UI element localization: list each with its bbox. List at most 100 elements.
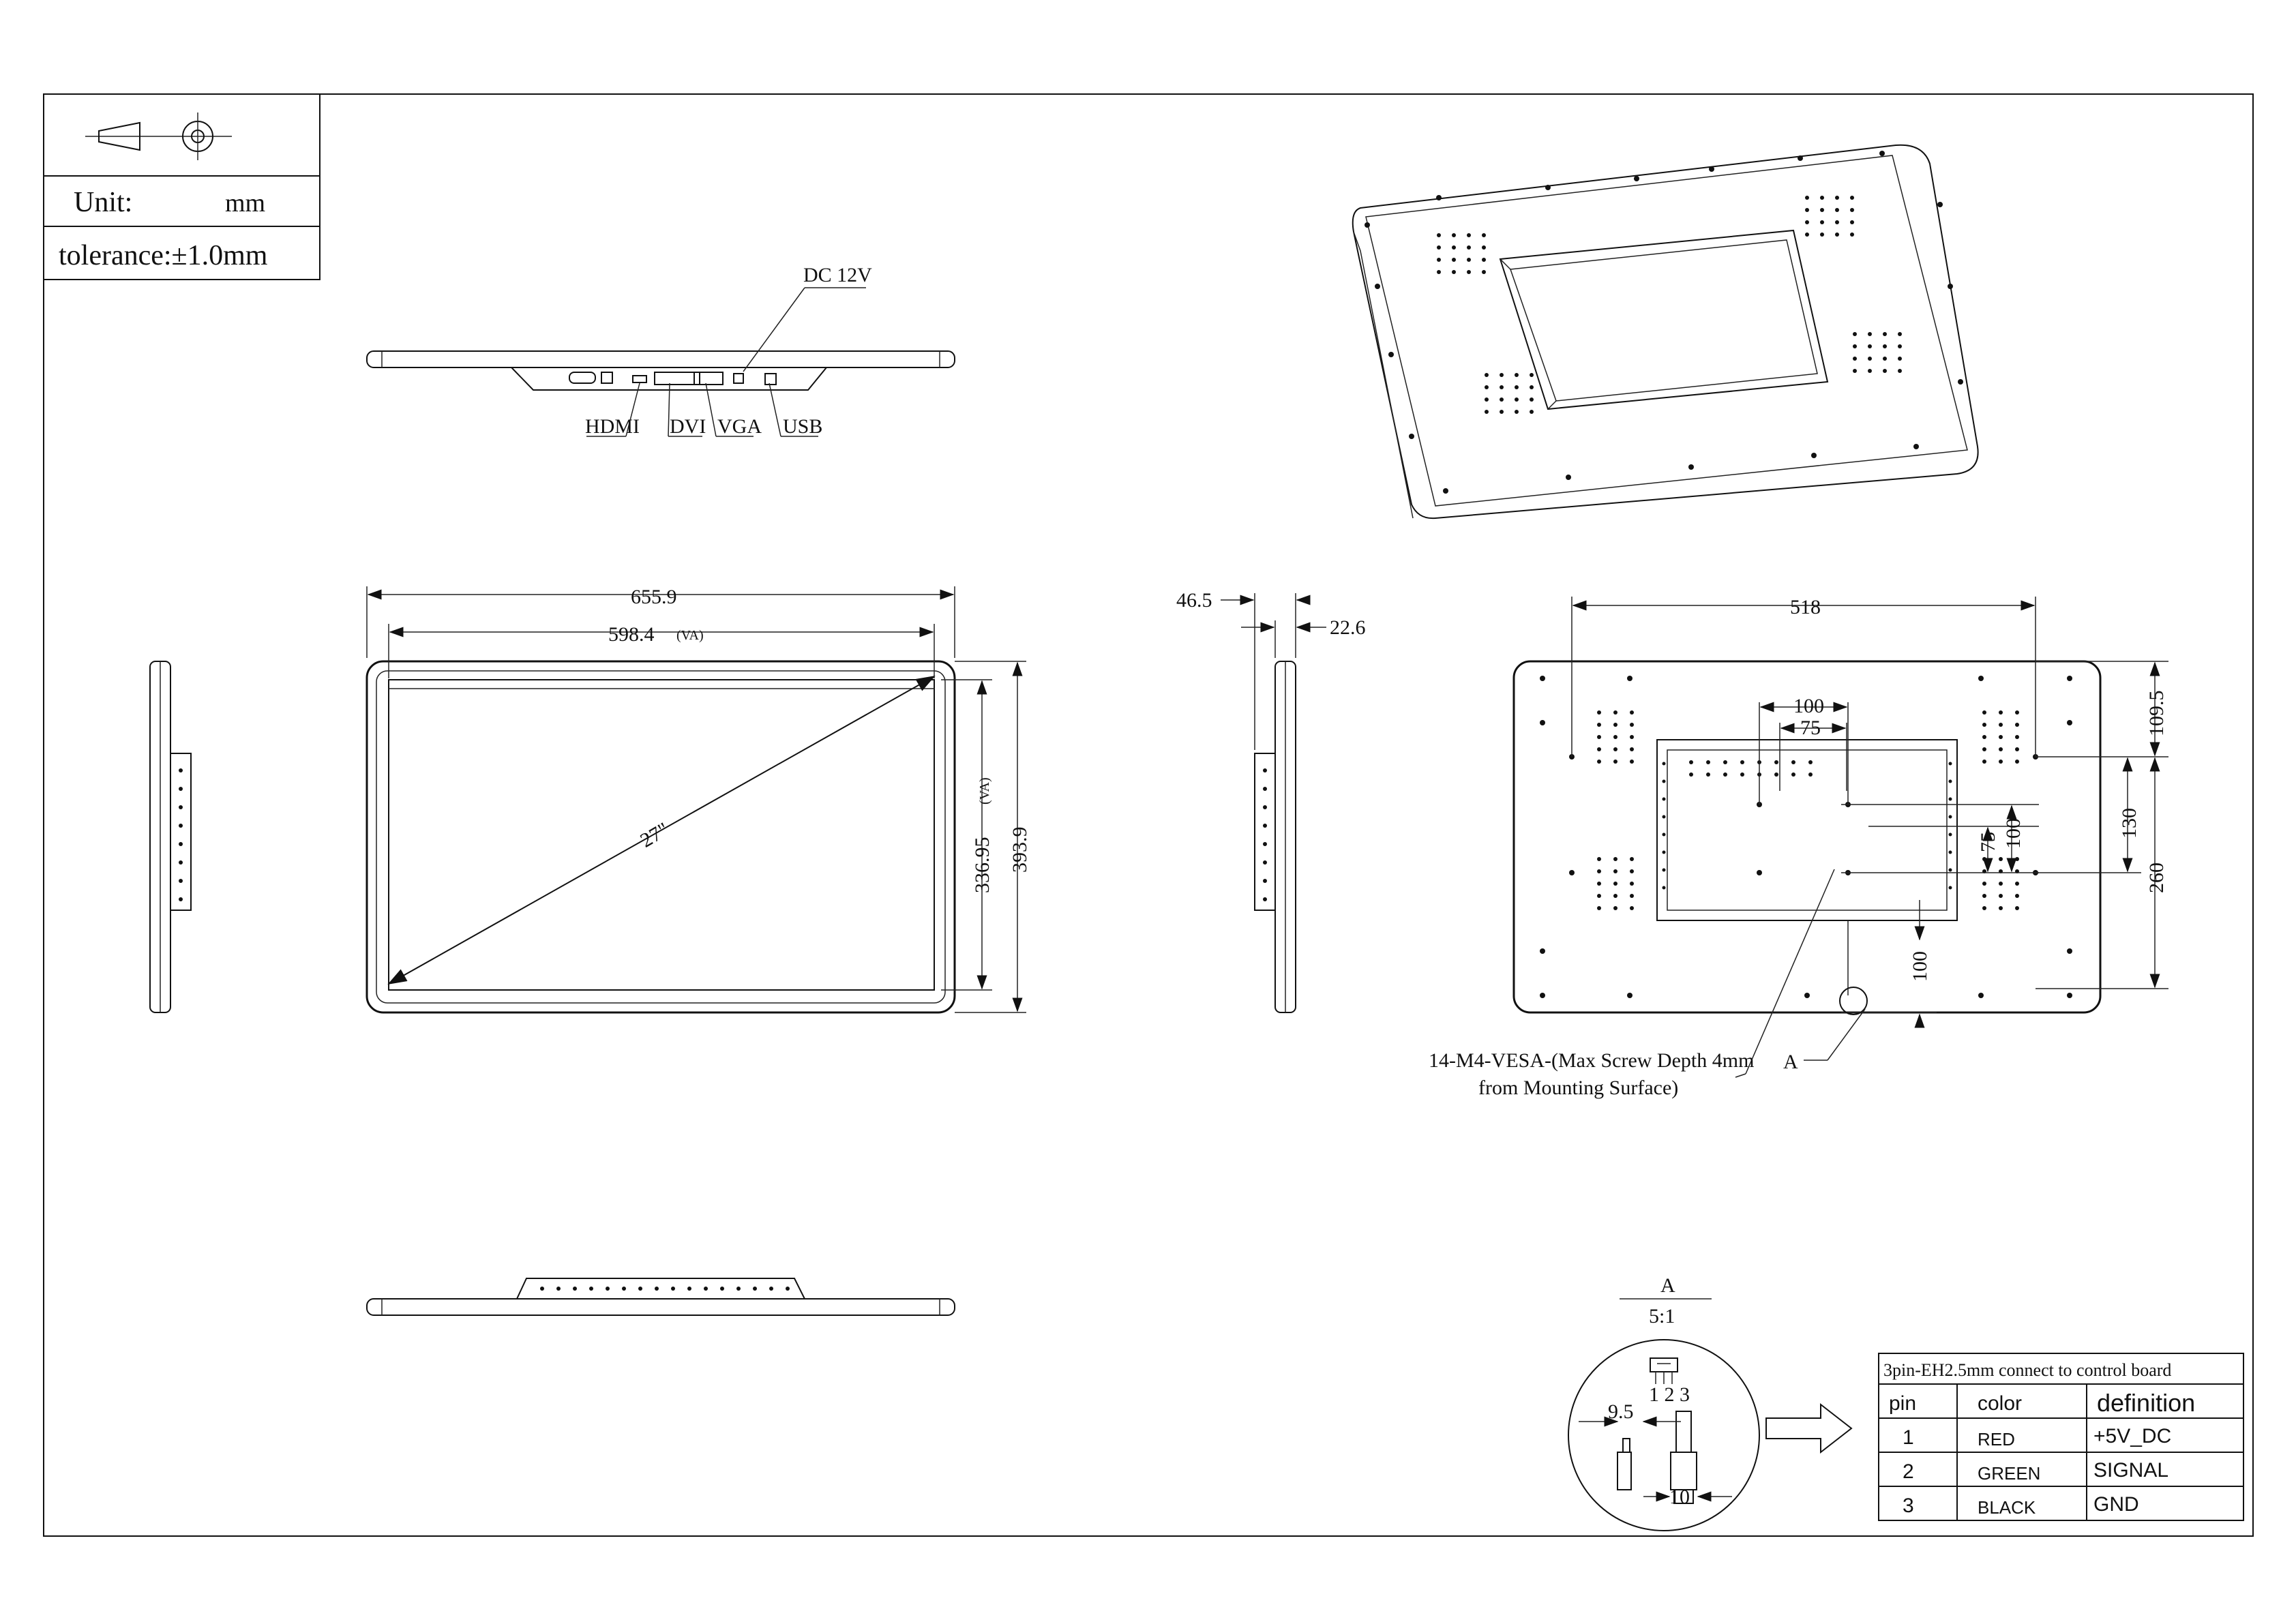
hole-dot [179, 897, 183, 901]
hole-dot [1868, 344, 1872, 348]
hole-dot [1868, 357, 1872, 361]
dc-label: DC 12V [803, 264, 872, 286]
power-port-icon [569, 372, 596, 384]
dim-10: 10 [1669, 1486, 1690, 1508]
hole-dot [1805, 220, 1809, 224]
hole-dot [1613, 710, 1617, 715]
hole-dot [2015, 710, 2019, 715]
hole-dot [1853, 332, 1857, 336]
vesa-100-dim: 100 [1793, 695, 1824, 717]
hole-dot [1982, 710, 1986, 715]
hole-dot [1999, 894, 2003, 898]
hole-dot [2015, 735, 2019, 739]
hole-dot [1850, 196, 1854, 200]
hole-dot [573, 1287, 577, 1291]
hole-dot [1999, 906, 2003, 910]
hole-dot [1467, 270, 1471, 274]
row1-definition: +5V_DC [2093, 1425, 2171, 1447]
hole-dot [1898, 332, 1902, 336]
hole-dot [1948, 868, 1952, 872]
hole-dot [1530, 397, 1534, 402]
hole-dot [1850, 220, 1854, 224]
hole-dot [1409, 434, 1414, 439]
hole-dot [1467, 258, 1471, 262]
hole-dot [1948, 762, 1952, 766]
hole-dot [1515, 397, 1519, 402]
hole-dot [1597, 723, 1601, 727]
hole-dot [1999, 882, 2003, 886]
hole-dot [1613, 735, 1617, 739]
row3-color: BLACK [1978, 1497, 2036, 1518]
hole-dot [1515, 373, 1519, 377]
height-dim: 393.9 [1009, 827, 1031, 873]
hole-dot [1883, 369, 1887, 373]
hole-dot [1452, 258, 1456, 262]
va-height-tag: (VA) [977, 777, 992, 805]
hole-dot [1835, 196, 1839, 200]
hole-dot [1811, 453, 1817, 458]
hole-dot [1597, 906, 1601, 910]
hole-dot [1627, 676, 1632, 681]
hole-dot [1808, 772, 1813, 777]
hole-dot [1388, 352, 1394, 357]
hole-dot [1808, 760, 1813, 764]
hole-dot [1898, 344, 1902, 348]
hole-dot [1613, 760, 1617, 764]
hole-dot [1597, 857, 1601, 861]
port-label-usb: USB [783, 415, 822, 438]
hole-dot [1597, 735, 1601, 739]
hole-dot [1723, 772, 1727, 777]
hole-dot [1850, 208, 1854, 212]
hole-dot [1662, 850, 1666, 854]
hole-dot [1805, 208, 1809, 212]
hole-dot [655, 1287, 659, 1291]
dim-75-v: 75 [1977, 832, 1999, 852]
dc-jack-icon [733, 373, 744, 384]
hole-dot [1500, 397, 1504, 402]
hole-dot [1805, 196, 1809, 200]
hole-dot [1982, 735, 1986, 739]
hole-dot [1597, 894, 1601, 898]
hole-dot [2015, 882, 2019, 886]
hole-dot [1263, 897, 1267, 901]
hole-dot [556, 1287, 561, 1291]
hole-dot [1630, 735, 1634, 739]
hole-dot [179, 842, 183, 846]
hole-dot [1662, 779, 1666, 783]
hole-dot [1375, 284, 1380, 289]
va-height-dim: 336.95 [971, 837, 994, 894]
hole-dot [1630, 723, 1634, 727]
hole-dot [2015, 760, 2019, 764]
hole-dot [1982, 723, 1986, 727]
hole-dot [1515, 410, 1519, 414]
row3-definition: GND [2093, 1493, 2139, 1516]
hole-dot [1804, 993, 1810, 998]
hole-dot [638, 1287, 642, 1291]
switch-icon [601, 372, 613, 384]
hole-dot [606, 1287, 610, 1291]
hole-dot [2067, 948, 2072, 954]
detail-scale: 5:1 [1649, 1305, 1675, 1327]
left-side-view [149, 661, 192, 1013]
hole-dot [1437, 270, 1441, 274]
hole-dot [179, 787, 183, 791]
hole-dot [2015, 894, 2019, 898]
row1-pin: 1 [1903, 1426, 1914, 1449]
hole-dot [1443, 488, 1448, 494]
hole-dot [2015, 723, 2019, 727]
hole-dot [1452, 245, 1456, 250]
hole-dot [1982, 747, 1986, 751]
pin-table: 3pin-EH2.5mm connect to control board pi… [1878, 1353, 2244, 1521]
hole-dot [1999, 723, 2003, 727]
hole-dot [1948, 779, 1952, 783]
hole-dot [1948, 815, 1952, 819]
hole-dot [1627, 993, 1632, 998]
hole-dot [1515, 385, 1519, 389]
hole-dot [1437, 233, 1441, 237]
hole-dot [1791, 772, 1795, 777]
unit-value: mm [225, 189, 265, 217]
hole-dot [1485, 385, 1489, 389]
hole-dot [1820, 220, 1824, 224]
hole-dot [786, 1287, 790, 1291]
back-width-dim: 518 [1790, 596, 1821, 618]
